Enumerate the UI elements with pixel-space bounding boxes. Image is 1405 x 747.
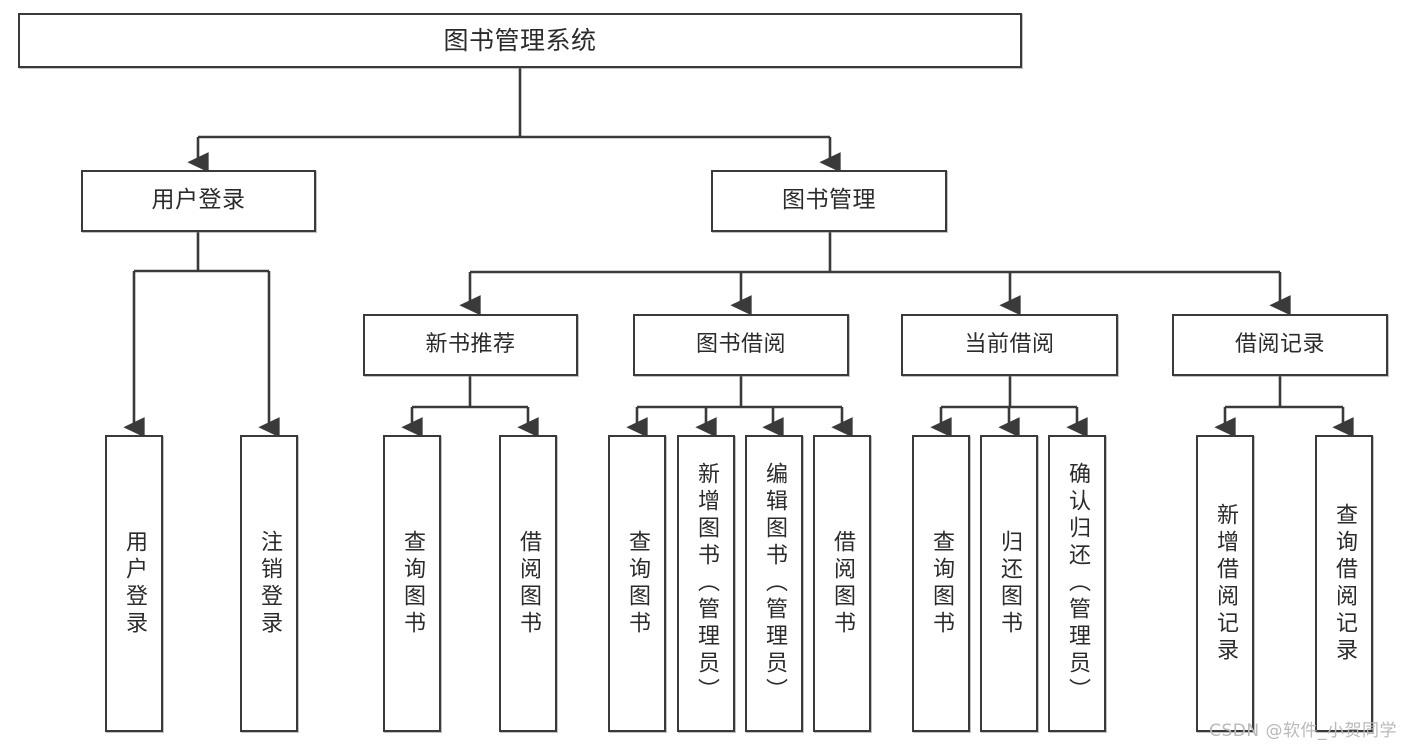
node-leaf-query-book-3[interactable]: 查询图书: [912, 435, 970, 732]
node-book-borrow-label: 图书借阅: [695, 331, 786, 357]
node-leaf-return-book[interactable]: 归还图书: [980, 435, 1038, 732]
node-new-book-rec[interactable]: 新书推荐: [363, 314, 578, 376]
node-borrow-record[interactable]: 借阅记录: [1172, 314, 1388, 376]
node-leaf-query-book-2[interactable]: 查询图书: [608, 435, 666, 732]
node-root[interactable]: 图书管理系统: [18, 13, 1022, 68]
node-leaf-edit-book[interactable]: 编辑图书（管理员）: [745, 435, 803, 732]
node-leaf-query-book-3-label: 查询图书: [929, 529, 954, 638]
node-leaf-add-record-label: 新增借阅记录: [1213, 502, 1238, 665]
node-leaf-query-book-2-label: 查询图书: [625, 529, 650, 638]
node-borrow-record-label: 借阅记录: [1234, 331, 1325, 357]
node-leaf-query-record[interactable]: 查询借阅记录: [1315, 435, 1373, 732]
node-new-book-rec-label: 新书推荐: [425, 331, 516, 357]
node-leaf-user-login-label: 用户登录: [122, 529, 147, 638]
node-current-borrow-label: 当前借阅: [964, 331, 1055, 357]
node-leaf-user-login[interactable]: 用户登录: [105, 435, 163, 732]
node-leaf-confirm-return-label: 确认归还（管理员）: [1065, 462, 1090, 705]
node-leaf-confirm-return[interactable]: 确认归还（管理员）: [1048, 435, 1106, 732]
node-leaf-borrow-book-1[interactable]: 借阅图书: [499, 435, 557, 732]
node-leaf-query-book-1[interactable]: 查询图书: [383, 435, 441, 732]
node-book-manage[interactable]: 图书管理: [711, 170, 947, 232]
node-leaf-return-book-label: 归还图书: [997, 529, 1022, 638]
node-leaf-add-book-label: 新增图书（管理员）: [694, 462, 719, 705]
node-leaf-edit-book-label: 编辑图书（管理员）: [762, 462, 787, 705]
node-book-borrow[interactable]: 图书借阅: [633, 314, 849, 376]
node-leaf-borrow-book-2-label: 借阅图书: [830, 529, 855, 638]
node-leaf-add-book[interactable]: 新增图书（管理员）: [677, 435, 735, 732]
node-leaf-user-logout-label: 注销登录: [257, 529, 282, 638]
node-user-login[interactable]: 用户登录: [81, 170, 316, 232]
node-current-borrow[interactable]: 当前借阅: [901, 314, 1118, 376]
node-leaf-borrow-book-2[interactable]: 借阅图书: [813, 435, 871, 732]
node-leaf-query-record-label: 查询借阅记录: [1332, 502, 1357, 665]
node-leaf-query-book-1-label: 查询图书: [400, 529, 425, 638]
node-leaf-add-record[interactable]: 新增借阅记录: [1196, 435, 1254, 732]
node-user-login-label: 用户登录: [151, 187, 246, 214]
node-root-label: 图书管理系统: [443, 25, 597, 55]
node-leaf-user-logout[interactable]: 注销登录: [240, 435, 298, 732]
node-leaf-borrow-book-1-label: 借阅图书: [516, 529, 541, 638]
node-book-manage-label: 图书管理: [782, 187, 876, 214]
watermark-text: CSDN @软件_小贺同学: [1209, 721, 1397, 741]
